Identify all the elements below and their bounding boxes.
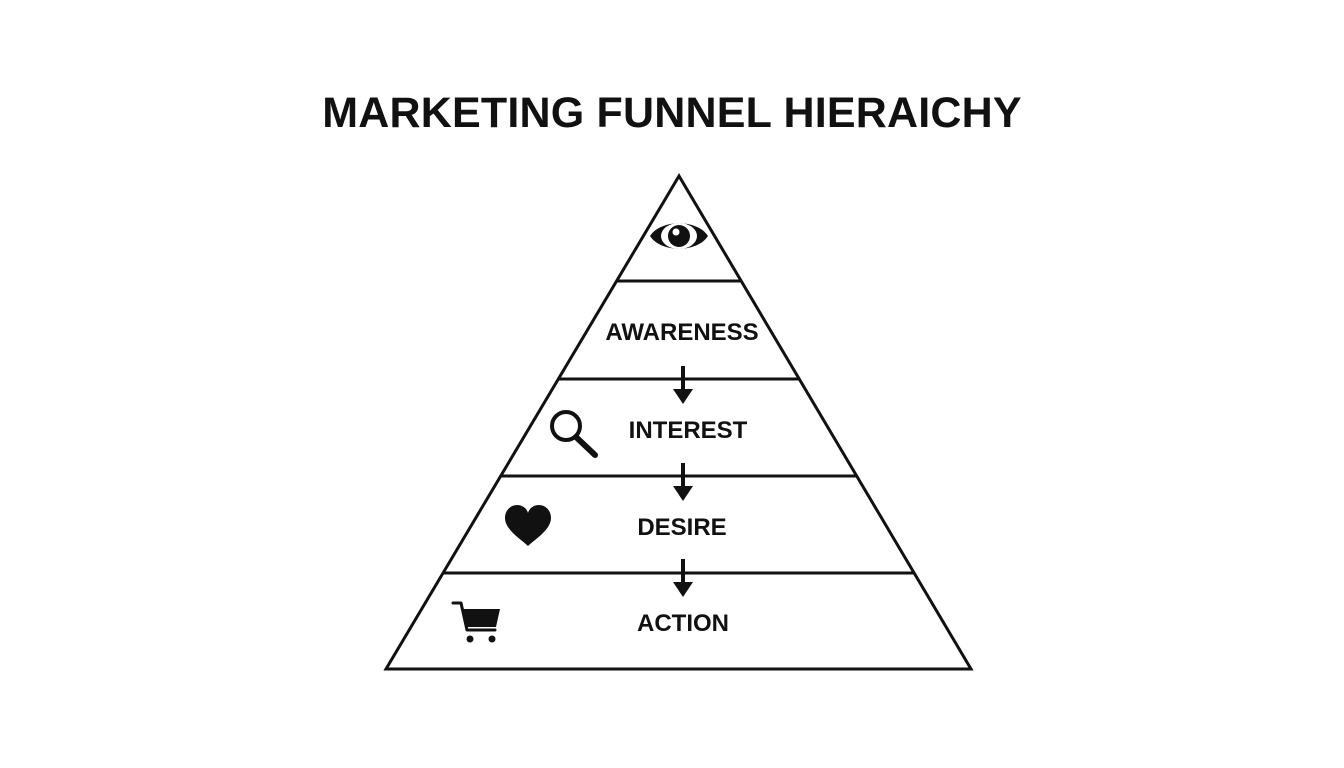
search-icon <box>550 410 598 458</box>
heart-icon <box>505 505 551 546</box>
eye-icon <box>650 223 708 249</box>
down-arrow-icon <box>673 463 693 501</box>
shopping-cart-icon <box>451 601 500 643</box>
diagram-title: MARKETING FUNNEL HIERAICHY <box>322 89 1022 137</box>
down-arrow-icon <box>673 559 693 597</box>
down-arrow-icon <box>673 366 693 404</box>
pyramid-outline <box>383 173 974 671</box>
stage-label-awareness: AWARENESS <box>605 319 758 346</box>
stage-label-desire: DESIRE <box>637 514 726 541</box>
stage-label-interest: INTEREST <box>629 417 748 444</box>
stage-label-action: ACTION <box>637 610 729 637</box>
